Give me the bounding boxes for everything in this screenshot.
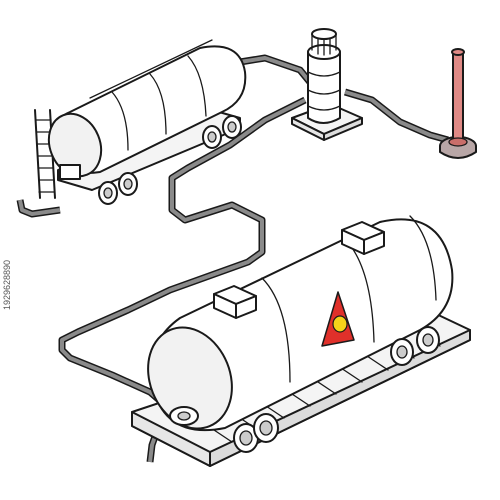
truck-wheels — [98, 115, 242, 205]
rail-tank-car — [131, 215, 471, 467]
stock-id-label: 1929628890 — [2, 259, 12, 310]
tanker-truck — [47, 39, 247, 205]
rail-wheels — [233, 326, 440, 453]
tank-hatch-rear — [341, 221, 385, 255]
vent-stack — [439, 48, 477, 159]
tank-hatch-front — [213, 285, 257, 319]
outlet-valve — [169, 406, 199, 426]
pipe-column-to-vent — [344, 88, 449, 144]
flammable-hazard-icon — [321, 291, 355, 347]
storage-column — [291, 28, 363, 141]
